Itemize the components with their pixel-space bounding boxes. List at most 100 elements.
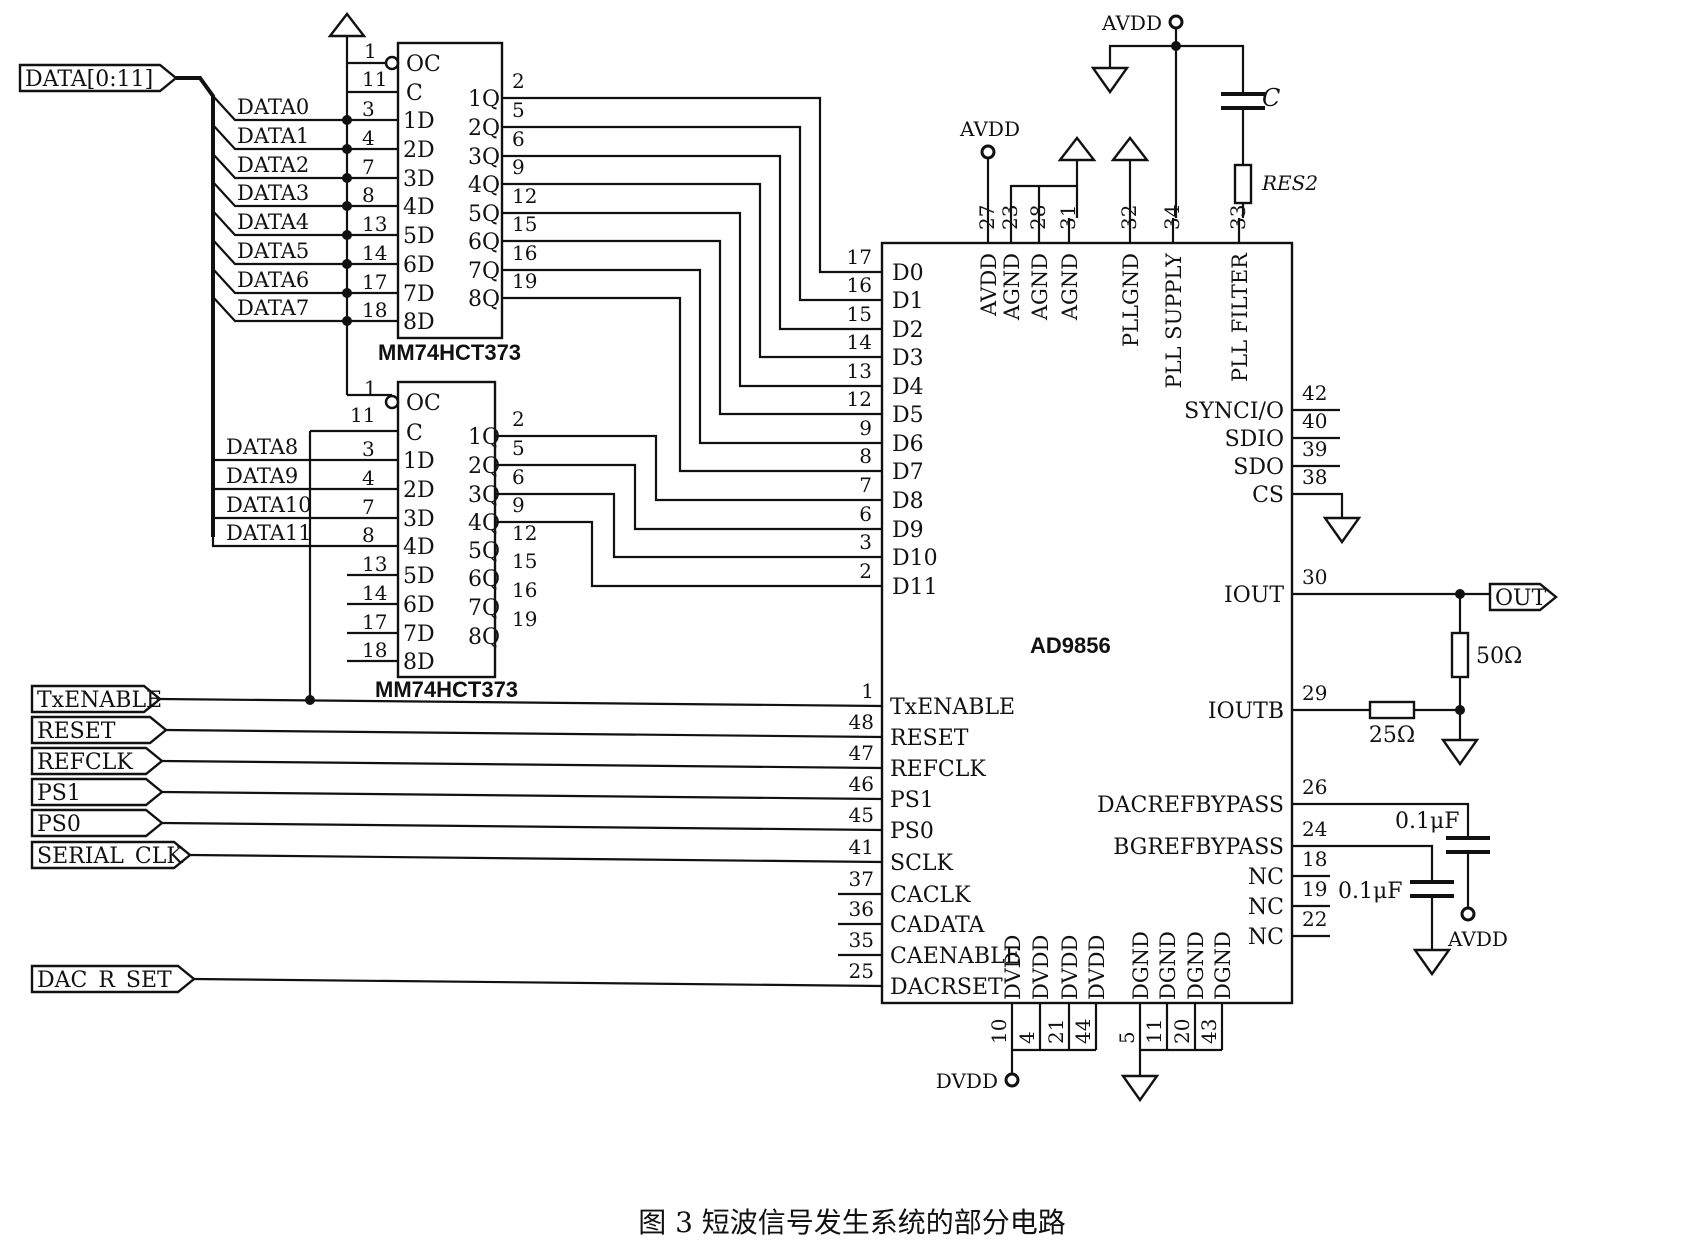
net-label: DATA11 <box>226 521 312 545</box>
latch-2-output-pin: 16 <box>512 578 537 602</box>
net-label: DATA3 <box>237 181 309 205</box>
latch-2-output-name: 3Q <box>468 483 500 508</box>
latch-2-input-name: 7D <box>403 622 435 647</box>
ad9856-d-pin: 16 <box>847 273 872 297</box>
ad9856-right-pin: 22 <box>1302 907 1327 931</box>
avdd-label-27: AVDD <box>959 117 1020 141</box>
latch-1-output-pin: 15 <box>512 212 537 236</box>
ad9856-ctrl-pin: 45 <box>849 803 874 827</box>
ad9856-top-pin: 34 <box>1160 205 1184 230</box>
out-port <box>1488 582 1558 612</box>
ad9856-d-input: D2 <box>892 318 924 343</box>
ad9856-bottom-name: DGND <box>1129 931 1153 1000</box>
ad9856-right-pin: 38 <box>1302 465 1327 489</box>
ad9856-top-pin: 28 <box>1026 205 1050 230</box>
latch-2-input-pin: 13 <box>362 552 387 576</box>
ad9856-ctrl-input: PS0 <box>890 819 934 844</box>
data-bus-port <box>18 63 178 93</box>
cs-gnd <box>1292 492 1344 518</box>
latch-1-output-pin: 12 <box>512 184 537 208</box>
ad9856-d-pin: 17 <box>847 245 872 269</box>
ad9856-right-pin: 26 <box>1302 775 1327 799</box>
oc-label: OC <box>406 52 441 77</box>
ad9856-ctrl-input: RESET <box>890 726 969 751</box>
control-port <box>30 964 196 994</box>
ad9856-right-name: SDO <box>1233 455 1284 480</box>
ad9856-right-pin: 39 <box>1302 437 1327 461</box>
ad9856-ctrl-input: DACRSET <box>890 975 1003 1000</box>
latch-2-input-name: 4D <box>403 535 435 560</box>
data-line <box>502 125 882 302</box>
avdd-label-top: AVDD <box>1101 11 1162 35</box>
latch-1-output-name: 7Q <box>468 259 500 284</box>
latch-1-output-name: 6Q <box>468 230 500 255</box>
cap-top-wire <box>1176 44 1245 94</box>
control-line <box>161 821 883 832</box>
ad9856-bottom-name: DGND <box>1211 931 1235 1000</box>
latch-1-input-pin: 13 <box>362 212 387 236</box>
latch-2-output-name: 4Q <box>468 511 500 536</box>
ad9856-d-pin: 6 <box>859 502 872 526</box>
latch-1-input-name: 7D <box>403 282 435 307</box>
control-line <box>165 728 883 739</box>
ad9856-d-pin: 2 <box>859 559 872 583</box>
ad9856-ctrl-pin: 1 <box>861 679 874 703</box>
figure-caption: 图 3 短波信号发生系统的部分电路 <box>638 1206 1066 1239</box>
control-port <box>30 684 162 714</box>
ad9856-ctrl-input: CAENABLE <box>890 944 1021 969</box>
ad9856-top-name: AGND <box>1028 253 1052 321</box>
data-line <box>495 492 882 559</box>
control-port-text: RESET <box>37 719 116 744</box>
latch-1-output-pin: 2 <box>512 69 525 93</box>
net-label: DATA9 <box>226 464 298 488</box>
ad9856-right-pin: 42 <box>1302 381 1327 405</box>
ad9856-d-input: D7 <box>892 460 924 485</box>
ad9856-bottom-name: DVDD <box>1085 935 1109 1000</box>
ad9856-bottom-pin: 4 <box>1015 1031 1039 1044</box>
ad9856-d-pin: 8 <box>859 444 872 468</box>
latch-2-part: MM74HCT373 <box>375 677 518 702</box>
data-line <box>502 268 882 445</box>
control-line <box>193 977 883 988</box>
ad9856-d-input: D3 <box>892 346 924 371</box>
oc-bubble-2 <box>384 394 400 410</box>
ad9856-right-pin: 29 <box>1302 681 1327 705</box>
ad9856-d-pin: 15 <box>847 302 872 326</box>
latch-2-input-pin: 17 <box>362 610 387 634</box>
ad9856-bottom-pin: 21 <box>1044 1019 1068 1044</box>
ad9856-d-pin: 9 <box>859 416 872 440</box>
latch-2-input-pin: 7 <box>362 495 375 519</box>
ad9856-bottom-pin: 10 <box>987 1019 1011 1044</box>
ad9856-ctrl-input: CACLK <box>890 883 971 908</box>
ad9856-d-pin: 14 <box>847 330 872 354</box>
ad9856-top-name: PLLGND <box>1119 253 1143 347</box>
ad9856-ctrl-pin: 41 <box>849 835 874 859</box>
latch-2-c-pin: 11 <box>350 403 375 427</box>
ad9856-ctrl-input: TxENABLE <box>890 695 1015 720</box>
latch-1-input-pin: 17 <box>362 270 387 294</box>
data-bus <box>176 76 215 537</box>
cap-2-label: 0.1μF <box>1338 879 1403 904</box>
ad9856-ctrl-pin: 46 <box>849 772 874 796</box>
latch-2-output-name: 7Q <box>468 596 500 621</box>
data-line <box>502 211 882 388</box>
c-label: C <box>406 81 423 106</box>
ad9856-top-name: AGND <box>1000 253 1024 321</box>
ground-symbol <box>1322 516 1362 545</box>
latch-2-output-name: 6Q <box>468 567 500 592</box>
latch-1-input-pin: 14 <box>362 241 387 265</box>
control-port <box>30 777 164 807</box>
latch-2-oc-pin: 1 <box>364 376 377 400</box>
data-line <box>495 434 882 502</box>
latch-1-oc-pin: 1 <box>364 39 377 63</box>
supply-triangle <box>1110 136 1150 162</box>
latch-1-input-name: 1D <box>403 109 435 134</box>
data-line <box>495 463 882 531</box>
latch-1-input-name: 6D <box>403 253 435 278</box>
ad9856-bottom-name: DVDD <box>1001 935 1025 1000</box>
latch-1-input-name: 8D <box>403 310 435 335</box>
latch-1-part: MM74HCT373 <box>378 340 521 365</box>
latch-2-output-name: 8Q <box>468 625 500 650</box>
latch-2-input-pin: 14 <box>362 581 387 605</box>
